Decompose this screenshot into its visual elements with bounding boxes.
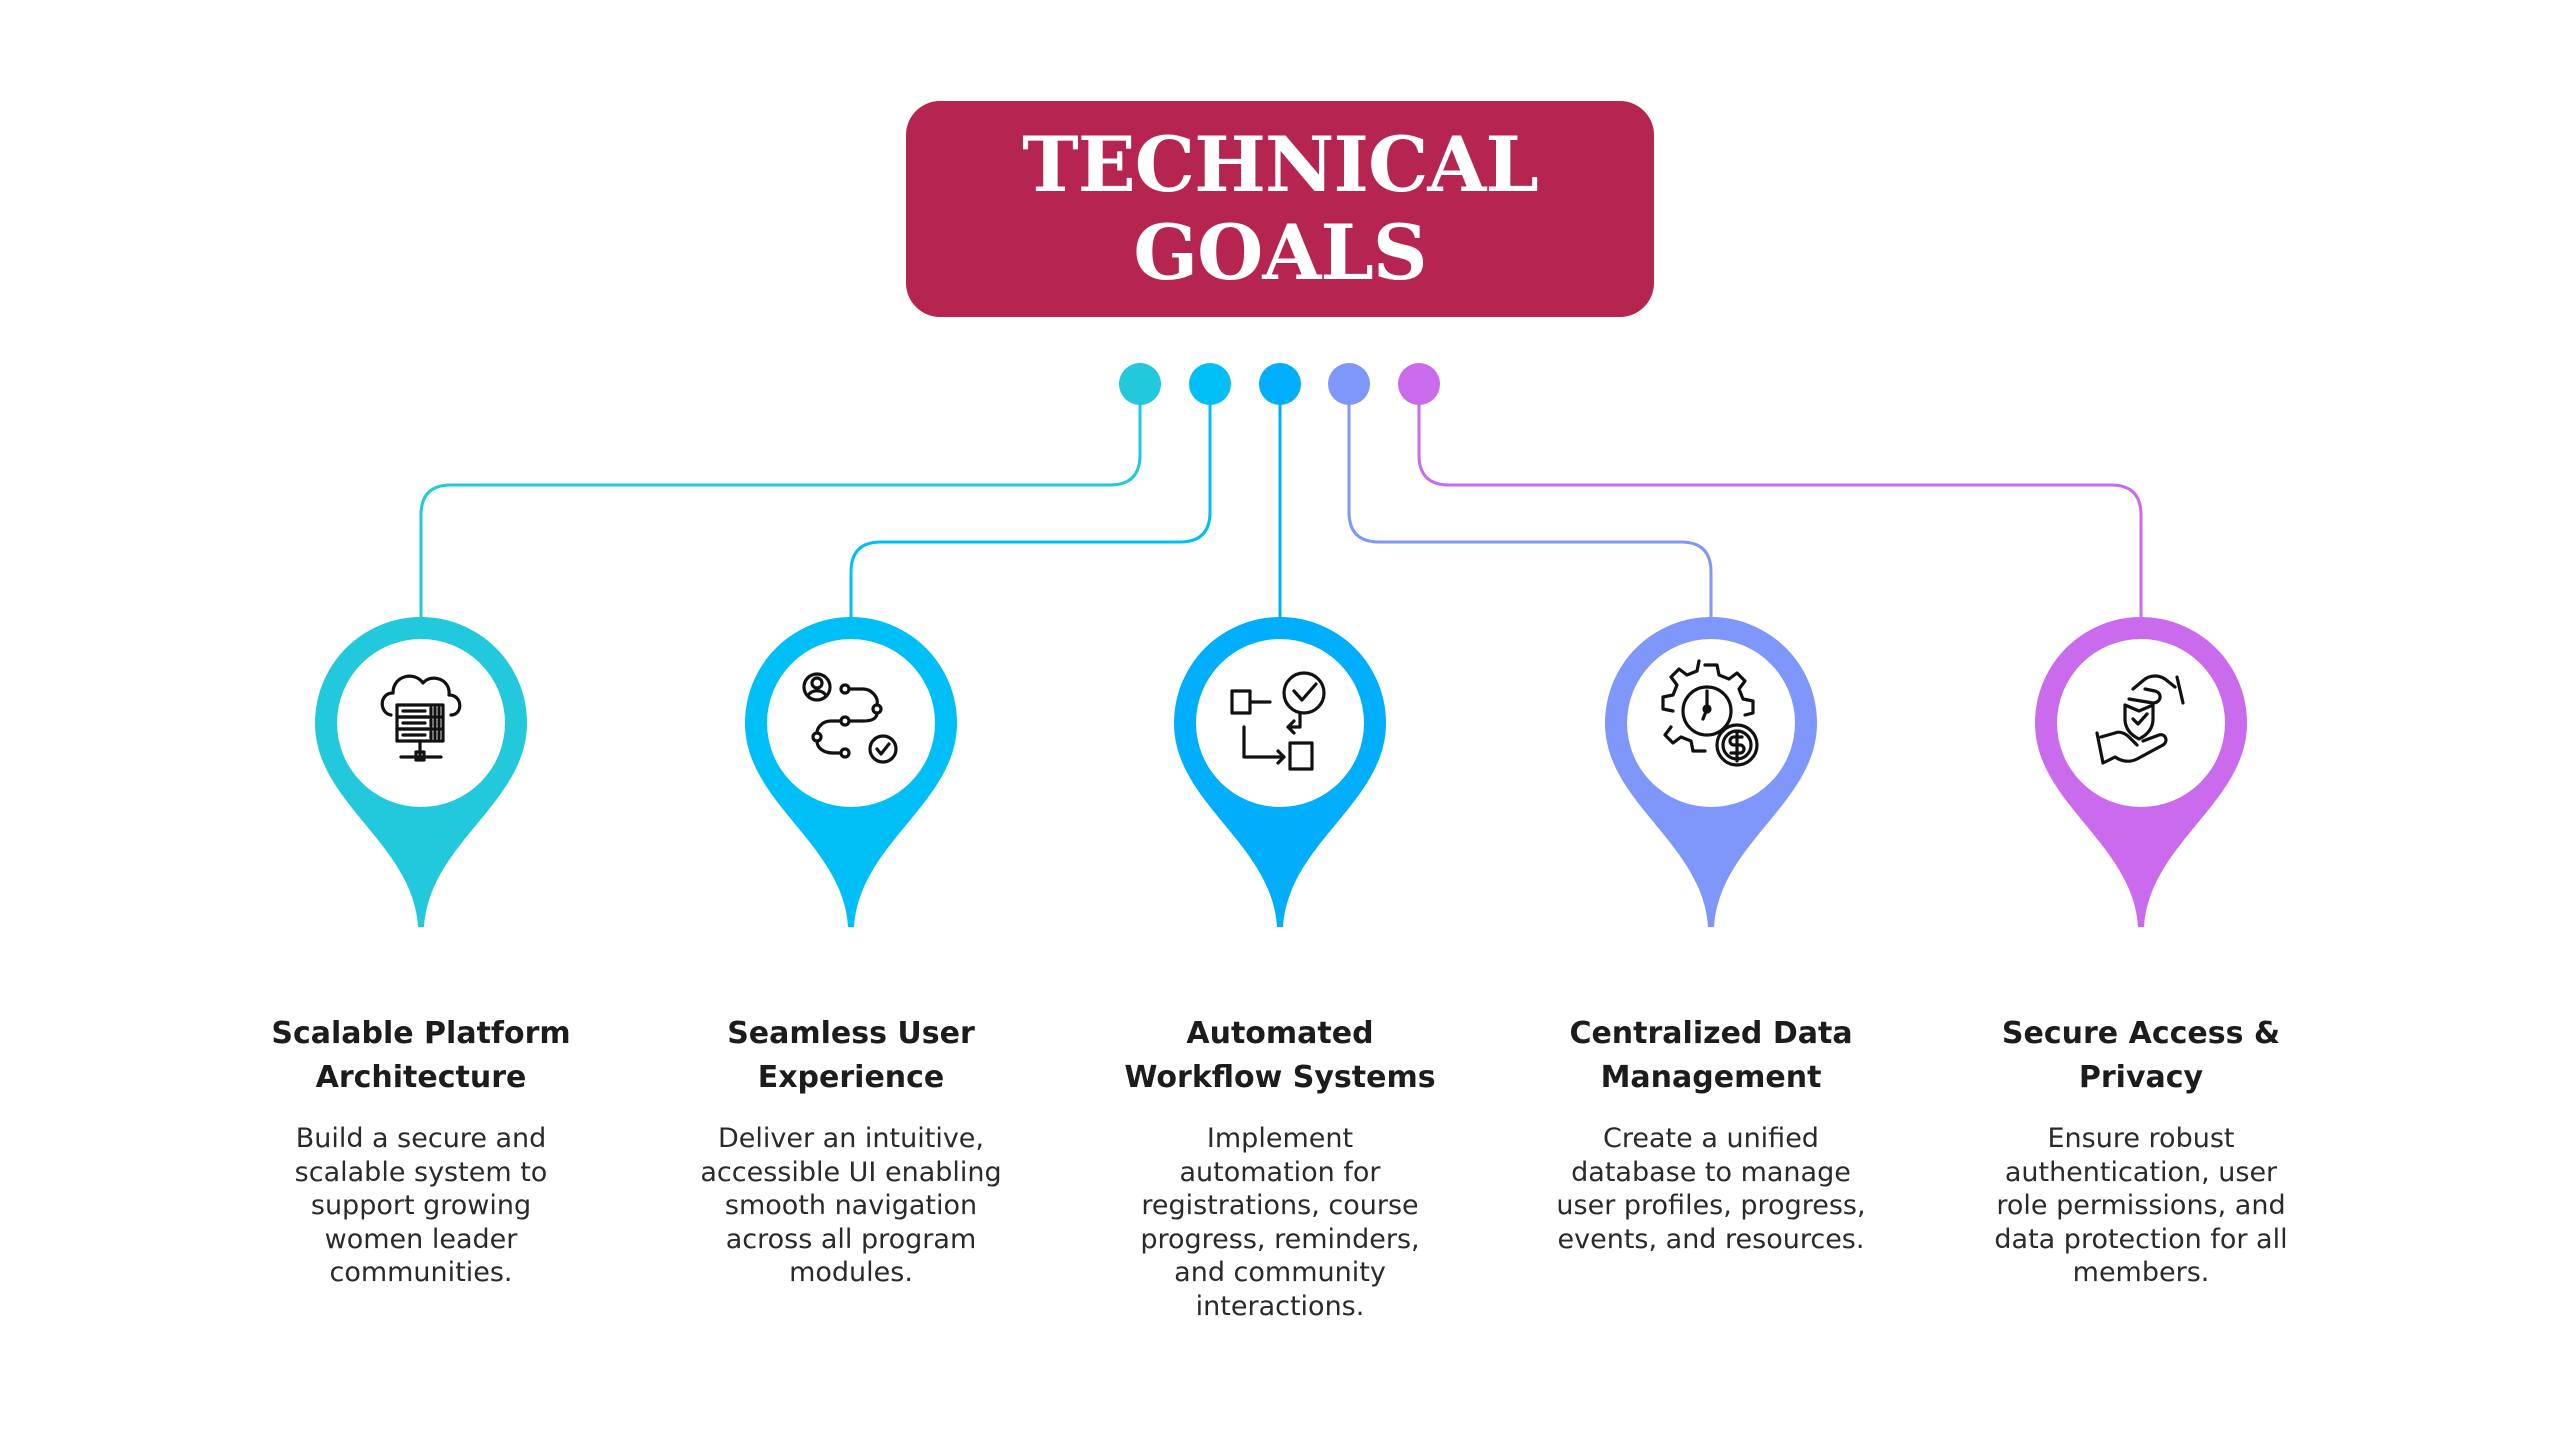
goal-title-line-2: Privacy bbox=[2078, 1060, 2204, 1095]
goal-description: Ensure robust authentication, user role … bbox=[1994, 1123, 2288, 1288]
pin-inner-circle bbox=[1196, 639, 1364, 807]
connector-line-1 bbox=[419, 384, 1142, 620]
goal-title-line-2: Architecture bbox=[315, 1060, 527, 1095]
goal-title-line-1: Automated bbox=[1186, 1016, 1374, 1051]
cloud-server-icon bbox=[380, 674, 462, 762]
connector-line-4 bbox=[1347, 384, 1713, 620]
gear-clock-dollar-icon bbox=[1661, 659, 1759, 767]
goal-title-line-1: Seamless User bbox=[727, 1016, 975, 1051]
goal-title-line-2: Workflow Systems bbox=[1124, 1060, 1436, 1095]
connector-line-2 bbox=[849, 384, 1212, 620]
color-dot-5 bbox=[1398, 363, 1440, 405]
user-journey-icon bbox=[802, 672, 898, 764]
goal-description: Implement automation for registrations, … bbox=[1140, 1123, 1420, 1322]
goal-description: Build a secure and scalable system to su… bbox=[294, 1123, 548, 1288]
goal-title-line-1: Secure Access & bbox=[2001, 1016, 2281, 1051]
color-dot-2 bbox=[1189, 363, 1231, 405]
connector-line-5 bbox=[1417, 384, 2143, 620]
goal-title: Secure Access & Privacy bbox=[1961, 1012, 2321, 1100]
pin-inner-circle bbox=[1627, 639, 1795, 807]
pin-inner-circle bbox=[767, 639, 935, 807]
title-line-2: GOALS bbox=[1133, 208, 1427, 297]
title-banner: TECHNICAL GOALS bbox=[906, 101, 1654, 317]
workflow-icon bbox=[1230, 671, 1326, 771]
color-dot-4 bbox=[1328, 363, 1370, 405]
goal-description: Create a unified database to manage user… bbox=[1556, 1123, 1866, 1255]
goal-title-line-1: Scalable Platform bbox=[271, 1016, 571, 1051]
hands-shield-icon bbox=[2095, 674, 2185, 765]
goal-title-line-2: Management bbox=[1600, 1060, 1822, 1095]
goal-title-line-2: Experience bbox=[757, 1060, 945, 1095]
goal-description: Deliver an intuitive, accessible UI enab… bbox=[700, 1123, 1002, 1288]
color-dot-1 bbox=[1119, 363, 1161, 405]
title-line-1: TECHNICAL bbox=[1022, 120, 1539, 209]
color-dot-3 bbox=[1259, 363, 1301, 405]
goal-title-line-1: Centralized Data bbox=[1569, 1016, 1853, 1051]
